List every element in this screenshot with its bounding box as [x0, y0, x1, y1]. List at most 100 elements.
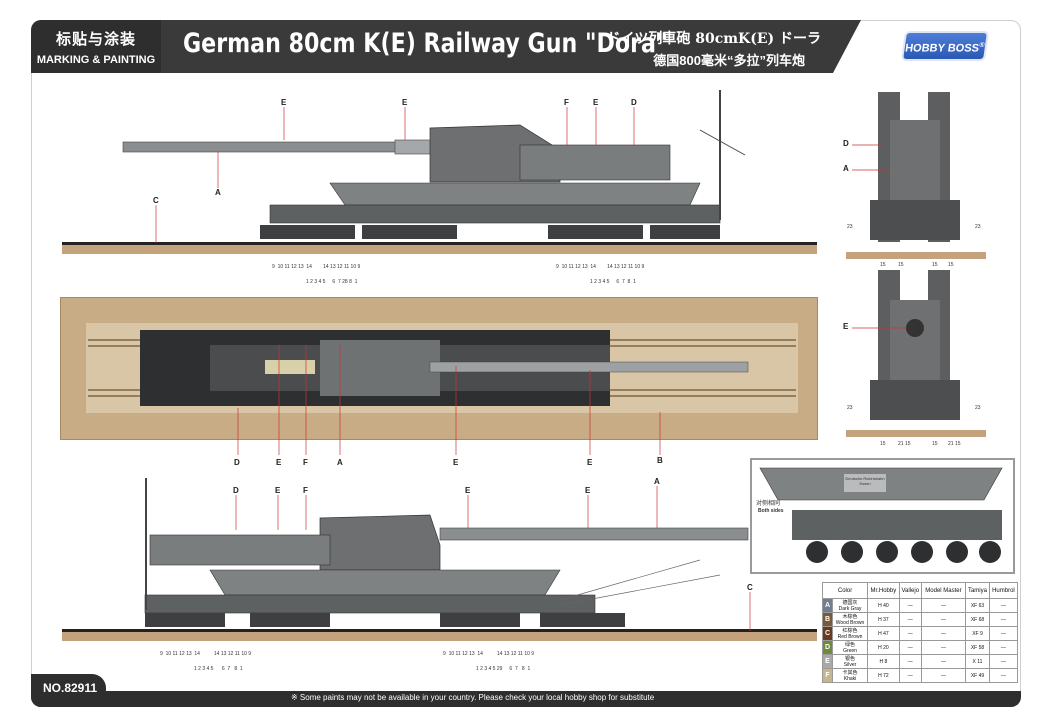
color-code-tamiya: XF 58 — [965, 640, 990, 655]
label-front-2: A — [843, 164, 849, 173]
col-color: Color — [821, 582, 869, 599]
label-top-5: D — [631, 98, 637, 107]
col-tamiya: Tamiya — [965, 582, 990, 599]
label-top-2: E — [402, 98, 408, 107]
color-code-humbrol: — — [988, 612, 1019, 627]
label-front-8: 15 — [948, 262, 954, 268]
color-code-mrhobby: H 40 — [867, 598, 900, 613]
color-code-mrhobby: H 8 — [867, 654, 900, 669]
reichsbahn-plate: Deutsche Reichsbahn Essen — [845, 476, 885, 486]
label-rear-5: 21 15 — [898, 441, 911, 447]
tick-row-bottom-b: 1 2 3 4 5 6 7 8 1 — [194, 666, 243, 672]
label-top-4: E — [593, 98, 599, 107]
rail-top — [62, 242, 817, 245]
color-code-vallejo: — — [898, 612, 922, 627]
color-code-vallejo: — — [898, 654, 922, 669]
color-code-mm: — — [920, 626, 967, 641]
color-code-tamiya: XF 49 — [965, 668, 990, 683]
color-swatch: C — [822, 626, 833, 641]
color-code-mm: — — [920, 612, 967, 627]
section-title-cn: 标贴与涂装 — [55, 31, 136, 48]
label-front-4: 23 — [975, 224, 981, 230]
paint-color-table: Color Mr.Hobby Vallejo Model Master Tami… — [821, 582, 1019, 683]
label-rear-7: 21 15 — [948, 441, 961, 447]
label-front-5: 15 — [880, 262, 886, 268]
color-code-mm: — — [920, 654, 967, 669]
tick-row-c: 9 10 11 12 13 14 14 13 12 11 10 9 — [556, 264, 645, 270]
col-vallejo: Vallejo — [898, 582, 922, 599]
label-rear-4: 15 — [880, 441, 886, 447]
label-plan-6: E — [587, 458, 593, 467]
rail-bottom — [62, 629, 817, 632]
ground-bottom — [62, 632, 817, 641]
ground-top — [62, 245, 817, 254]
tick-row-b: 1 2 3 4 5 6 7 28 8 1 — [306, 279, 358, 285]
label-top-6: A — [215, 188, 221, 197]
label-top-1: E — [281, 98, 287, 107]
label-top-7: C — [153, 196, 159, 205]
label-rear-2: 23 — [847, 405, 853, 411]
label-plan-5: E — [453, 458, 459, 467]
color-code-mm: — — [920, 598, 967, 613]
tick-row-d: 1 2 3 4 5 6 7 8 1 — [590, 279, 636, 285]
title-jp: ドイツ列車砲 80cmK(E) ドーラ — [606, 31, 821, 47]
footer-bar: ※ Some paints may not be available in yo… — [31, 691, 1021, 707]
tick-row-bottom-d: 1 2 3 4 5 29 6 7 8 1 — [476, 666, 531, 672]
color-swatch: B — [822, 612, 833, 627]
tick-row-bottom-c: 9 10 11 12 13 14 14 13 12 11 10 9 — [443, 651, 535, 657]
label-plan-4: A — [337, 458, 343, 467]
kit-number: NO.82911 — [31, 674, 106, 707]
color-code-tamiya: X 11 — [965, 654, 990, 669]
color-code-vallejo: — — [898, 598, 922, 613]
inset-note-cn: 对侧相同 — [756, 501, 781, 507]
label-front-7: 15 — [932, 262, 938, 268]
label-bottom-4: E — [465, 486, 471, 495]
col-mrhobby: Mr.Hobby — [867, 582, 900, 599]
label-plan-3: F — [303, 458, 308, 467]
color-code-mrhobby: H 47 — [867, 626, 900, 641]
label-bottom-5: E — [585, 486, 591, 495]
label-rear-3: 23 — [975, 405, 981, 411]
color-code-mrhobby: H 37 — [867, 612, 900, 627]
color-code-vallejo: — — [898, 626, 922, 641]
color-code-humbrol: — — [988, 640, 1019, 655]
tick-row-a: 9 10 11 12 13 14 14 13 12 11 10 9 — [272, 264, 361, 270]
title-cn: 德国800毫米“多拉”列车炮 — [653, 53, 805, 68]
label-plan-1: D — [234, 458, 240, 467]
bogie-detail-drawing — [759, 467, 1003, 563]
label-plan-7: B — [657, 456, 663, 465]
color-code-mrhobby: H 20 — [867, 640, 900, 655]
label-rear-1: E — [843, 322, 849, 331]
color-code-tamiya: XF 63 — [965, 598, 990, 613]
color-code-humbrol: — — [988, 598, 1019, 613]
label-bottom-7: C — [747, 583, 753, 592]
label-rear-6: 15 — [932, 441, 938, 447]
section-title-en: MARKING & PAINTING — [36, 54, 156, 66]
col-modelmaster: Model Master — [920, 582, 967, 599]
label-bottom-6: A — [654, 477, 660, 486]
color-code-mrhobby: H 72 — [867, 668, 900, 683]
inset-note-en: Both sides — [758, 508, 784, 514]
label-front-3: 23 — [847, 224, 853, 230]
header-section-label: 标贴与涂装 MARKING & PAINTING — [31, 20, 161, 73]
color-code-humbrol: — — [988, 668, 1019, 683]
color-code-tamiya: XF 68 — [965, 612, 990, 627]
col-humbrol: Humbrol — [988, 582, 1019, 599]
color-code-mm: — — [920, 668, 967, 683]
label-plan-2: E — [276, 458, 282, 467]
color-code-humbrol: — — [988, 654, 1019, 669]
